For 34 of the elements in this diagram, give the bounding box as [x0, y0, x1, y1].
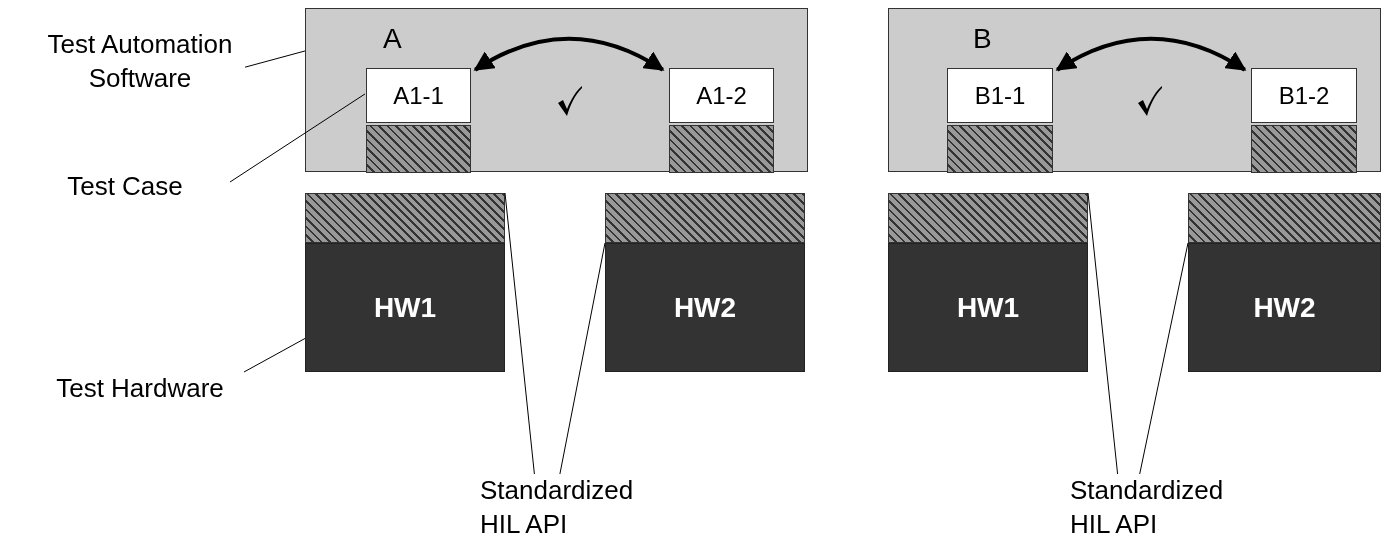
- api-layer-bar: [669, 125, 774, 173]
- leader-line: [559, 242, 606, 475]
- api-layer-bar: [888, 193, 1088, 243]
- test-case-box: A1-2: [669, 68, 774, 123]
- leader-line: [243, 337, 306, 373]
- callout-label: Standardized HIL API: [1070, 474, 1240, 554]
- api-layer-bar: [1251, 125, 1357, 173]
- test-case-box: B1-1: [947, 68, 1053, 123]
- api-layer-bar: [366, 125, 471, 173]
- panel-label: A: [383, 23, 402, 55]
- callout-label: Standardized HIL API: [480, 474, 650, 554]
- test-case-box: B1-2: [1251, 68, 1357, 123]
- hardware-box: HW1: [305, 243, 505, 372]
- leader-line: [244, 50, 306, 68]
- callout-label: Test Automation Software: [10, 28, 270, 108]
- hardware-box: HW2: [605, 243, 805, 372]
- hardware-box: HW2: [1188, 243, 1381, 372]
- leader-line: [229, 93, 366, 183]
- callout-label: Test Case: [20, 170, 230, 210]
- api-layer-bar: [947, 125, 1053, 173]
- api-layer-bar: [305, 193, 505, 243]
- double-arrow: [1055, 36, 1247, 72]
- panel-label: B: [973, 23, 992, 55]
- leader-line: [1087, 192, 1119, 475]
- hardware-box: HW1: [888, 243, 1088, 372]
- software-panel: [305, 8, 808, 172]
- api-layer-bar: [605, 193, 805, 243]
- leader-line: [1139, 242, 1189, 475]
- api-layer-bar: [1188, 193, 1381, 243]
- double-arrow: [473, 36, 665, 72]
- callout-label: Test Hardware: [10, 372, 270, 412]
- test-case-box: A1-1: [366, 68, 471, 123]
- leader-line: [504, 192, 535, 475]
- software-panel: [888, 8, 1381, 172]
